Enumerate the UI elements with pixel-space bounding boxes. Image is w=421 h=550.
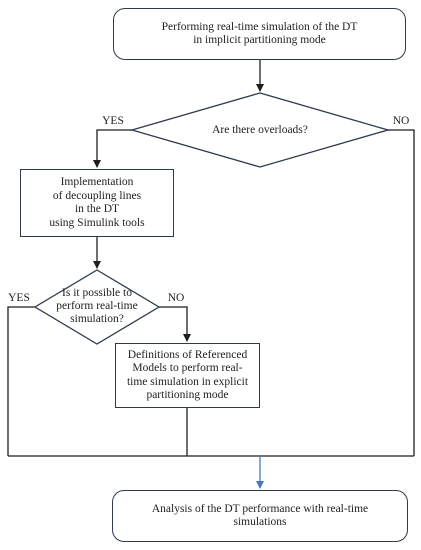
decoupling-lines-box: Implementation of decoupling lines in th… — [20, 169, 174, 237]
referenced-models-box: Definitions of Referenced Models to perf… — [115, 343, 260, 408]
arrow-no2 — [159, 306, 191, 342]
line-yes2 — [7, 306, 35, 456]
decision1-diamond — [129, 92, 391, 168]
decision1-text: Are there overloads? — [212, 124, 308, 136]
referenced-models-text: Definitions of Referenced Models to perf… — [126, 348, 249, 402]
start-process-text: Performing real-time simulation of the D… — [161, 20, 358, 47]
end-analysis-box: Analysis of the DT performance with real… — [112, 490, 408, 542]
decision1-no-label: NO — [392, 115, 410, 127]
decision2-no-label: NO — [167, 292, 185, 304]
end-analysis-text: Analysis of the DT performance with real… — [151, 502, 369, 529]
start-process-box: Performing real-time simulation of the D… — [113, 8, 406, 60]
line-no1 — [388, 129, 415, 456]
decision2-yes-label: YES — [8, 292, 30, 304]
arrow-yes1 — [93, 129, 132, 168]
decision2-diamond — [33, 269, 161, 345]
decoupling-lines-text: Implementation of decoupling lines in th… — [49, 176, 145, 229]
decision2-text: Is it possible to perform real-time simu… — [56, 287, 138, 325]
decision1-yes-label: YES — [102, 115, 124, 127]
